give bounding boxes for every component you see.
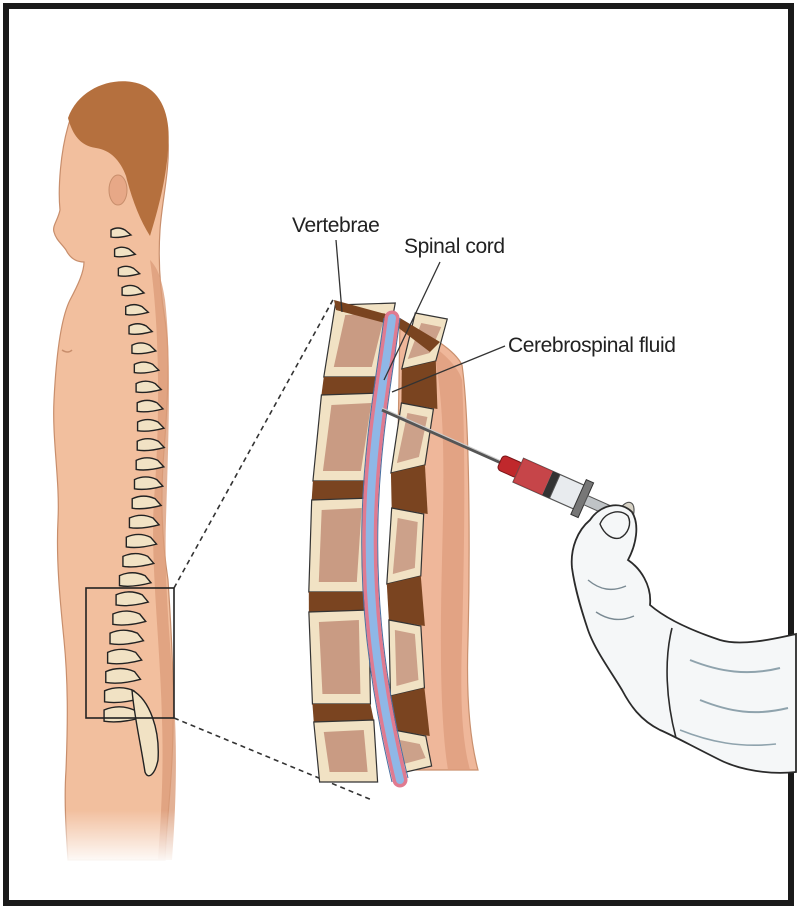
label-spinal-cord: Spinal cord — [404, 235, 505, 258]
label-vertebrae: Vertebrae — [292, 214, 379, 237]
human-figure — [54, 81, 180, 865]
intervertebral-disc — [309, 592, 369, 612]
posterior-element-texture — [395, 630, 419, 686]
posterior-ligament — [391, 465, 428, 514]
label-csf: Cerebrospinal fluid — [508, 334, 676, 357]
vertebral-body-texture — [319, 620, 361, 694]
intervertebral-disc — [321, 377, 381, 395]
intervertebral-disc — [312, 704, 373, 722]
posterior-ligament — [387, 576, 425, 626]
ear — [109, 175, 127, 205]
vertebral-body-texture — [319, 508, 362, 582]
vertebral-body-texture — [324, 730, 368, 772]
body-fade — [60, 810, 180, 865]
posterior-ligament — [401, 361, 437, 409]
